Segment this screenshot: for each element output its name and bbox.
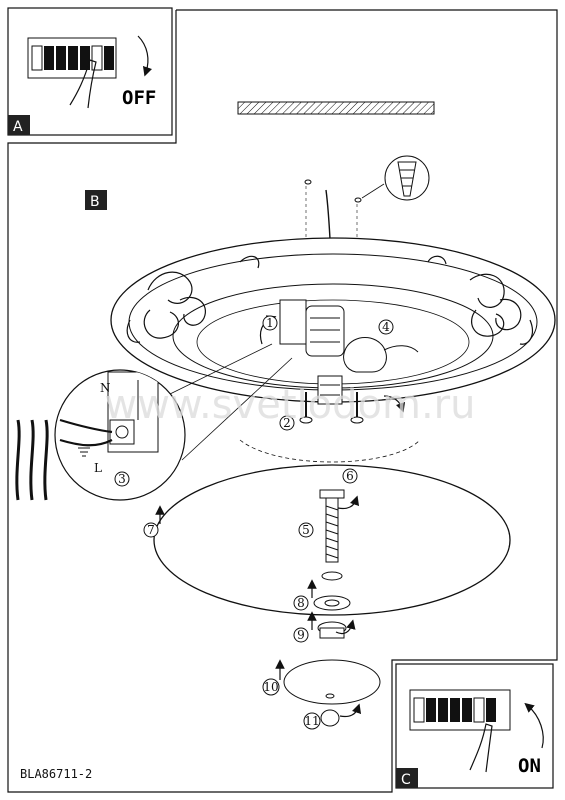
- ceiling-hatch: [237, 101, 435, 115]
- wiring-detail-zoom: N L: [54, 343, 293, 501]
- bulb-icon: [343, 337, 419, 373]
- part-callout-3: 3: [114, 471, 130, 487]
- hand-icon: [469, 723, 493, 773]
- svg-text:9: 9: [297, 628, 305, 642]
- document-code: BLA86711-2: [20, 767, 92, 781]
- cable-wires: [15, 419, 49, 501]
- section-label-a: A: [13, 119, 23, 135]
- panel-c-switch-on: ON C: [395, 663, 554, 789]
- rotate-arrow-icon: [383, 395, 406, 413]
- part-callout-2: 2: [279, 415, 295, 431]
- breaker-module-icon: [31, 45, 114, 71]
- part-callout-11: 11: [303, 712, 321, 730]
- label-l: L: [94, 461, 102, 475]
- mounting-screw-right: [350, 392, 364, 424]
- watermark: www.svetlodom.ru: [105, 382, 476, 428]
- section-label-b-box: B: [85, 190, 107, 210]
- mounting-screw-left: [299, 392, 313, 424]
- part-callout-10: 10: [262, 678, 280, 696]
- rubber-ring: [321, 571, 343, 581]
- wall-plug-icon: [384, 155, 430, 201]
- rotate-arrow-icon: [337, 495, 360, 510]
- hand-icon: [69, 59, 97, 109]
- svg-text:4: 4: [382, 320, 390, 334]
- finial-nut: [317, 621, 347, 639]
- panel-a-switch-off: OFF A: [7, 7, 173, 136]
- lamp-holder: [279, 299, 345, 357]
- part-callout-4: 4: [378, 319, 394, 335]
- celtic-ornament-left: [126, 255, 260, 343]
- arrow-down-icon: [137, 35, 153, 77]
- knob: [320, 709, 340, 727]
- threaded-rod: [319, 489, 345, 563]
- part-callout-6: 6: [342, 468, 358, 484]
- part-callout-7: 7: [143, 522, 159, 538]
- section-label-c: C: [401, 772, 411, 788]
- arrow-up-icon: [524, 702, 544, 749]
- celtic-ornament-right: [427, 255, 533, 345]
- svg-text:10: 10: [263, 680, 278, 694]
- rotate-arrow-icon: [339, 703, 362, 718]
- svg-text:6: 6: [346, 469, 354, 483]
- label-n: N: [100, 381, 111, 395]
- part-callout-1: 1: [262, 315, 278, 331]
- ground-icon: [78, 447, 90, 457]
- part-callout-5: 5: [298, 522, 314, 538]
- frame-b: [7, 9, 558, 793]
- rotate-arrow-icon: [335, 619, 356, 635]
- svg-text:1: 1: [266, 316, 274, 330]
- svg-text:8: 8: [297, 596, 305, 610]
- breaker-module-icon: [413, 697, 496, 723]
- cover-glass: [283, 659, 381, 705]
- svg-text:11: 11: [304, 714, 319, 728]
- on-text: ON: [518, 755, 541, 777]
- center-nut: [317, 375, 343, 405]
- off-text: OFF: [122, 87, 156, 109]
- svg-text:3: 3: [118, 472, 126, 486]
- svg-text:5: 5: [302, 523, 310, 537]
- part-callout-8: 8: [293, 595, 309, 611]
- svg-text:7: 7: [147, 523, 155, 537]
- svg-text:2: 2: [283, 416, 291, 430]
- part-callout-9: 9: [293, 627, 309, 643]
- section-label-b: B: [90, 194, 100, 210]
